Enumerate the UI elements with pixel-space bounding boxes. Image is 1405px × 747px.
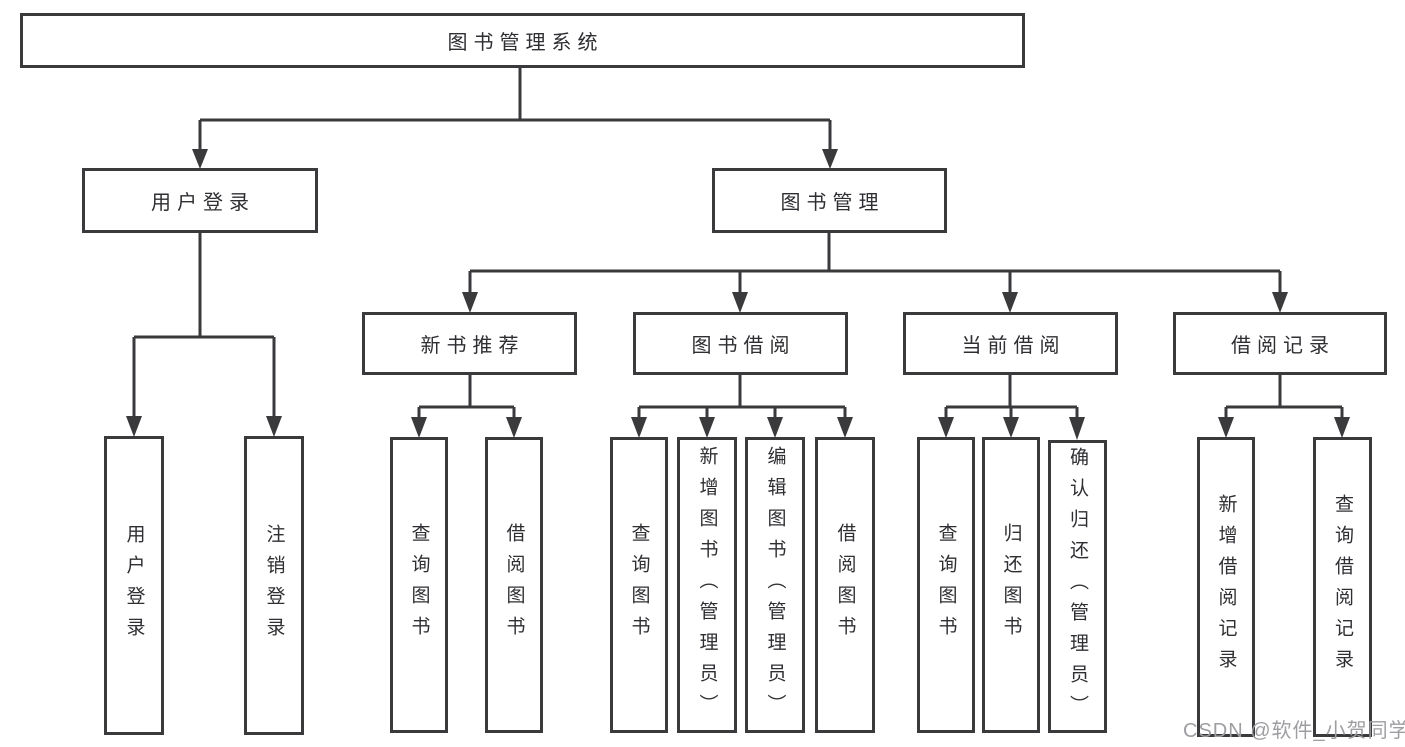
node-label: 用户登录 [151, 192, 255, 214]
node-label: 借阅记录 [1231, 335, 1335, 357]
node-book-borrow: 图书借阅 [633, 312, 848, 375]
leaf-query-books: 查询图书 [917, 437, 975, 733]
connector-user-login-children [132, 233, 276, 418]
leaf-return-books: 归还图书 [982, 437, 1040, 733]
leaf-borrow-books: 借阅图书 [485, 437, 543, 733]
node-label: 图书管理系统 [447, 32, 604, 54]
connector-root-to-level2 [198, 68, 832, 150]
node-user-login: 用户登录 [82, 168, 318, 233]
arrowheads [126, 149, 1350, 440]
node-new-book-recommend: 新书推荐 [362, 312, 577, 375]
node-label: 查询图书 [408, 523, 430, 647]
node-label: 注销登录 [263, 523, 285, 648]
node-label: 当前借阅 [961, 335, 1066, 357]
connector-book-borrow-children [637, 375, 847, 419]
node-label: 确认归还（管理员） [1067, 447, 1088, 726]
node-label: 借阅图书 [834, 523, 856, 647]
node-label: 归还图书 [1000, 523, 1022, 647]
node-label: 查询图书 [628, 523, 650, 647]
csdn-watermark: CSDN @软件_小贺同学 [1183, 720, 1405, 742]
node-current-borrow: 当前借阅 [903, 312, 1118, 375]
node-label: 新增借阅记录 [1215, 494, 1237, 680]
node-book-management: 图书管理 [712, 168, 947, 233]
node-library-management-system: 图书管理系统 [20, 13, 1025, 68]
leaf-add-book-admin: 新增图书（管理员） [677, 437, 737, 733]
leaf-logout: 注销登录 [244, 436, 304, 735]
node-label: 用户登录 [123, 523, 145, 648]
node-label: 图书借阅 [691, 335, 796, 357]
leaf-query-books: 查询图书 [610, 437, 668, 733]
leaf-edit-book-admin: 编辑图书（管理员） [745, 437, 805, 733]
connector-current-borrow-children [944, 375, 1079, 419]
node-label: 查询图书 [935, 523, 957, 647]
connector-new-book-recommend-children [417, 375, 516, 419]
node-label: 新增图书（管理员） [696, 445, 718, 725]
node-label: 编辑图书（管理员） [764, 445, 786, 725]
node-borrow-records: 借阅记录 [1173, 312, 1387, 375]
connector-borrow-records-children [1224, 375, 1344, 419]
leaf-confirm-return-admin: 确认归还（管理员） [1048, 440, 1107, 733]
node-label: 借阅图书 [503, 523, 525, 647]
leaf-query-books: 查询图书 [390, 437, 448, 733]
node-label: 新书推荐 [420, 335, 525, 357]
connector-book-management-children [468, 233, 1282, 294]
leaf-borrow-books: 借阅图书 [815, 437, 875, 733]
leaf-add-borrow-record: 新增借阅记录 [1197, 437, 1255, 737]
node-label: 查询借阅记录 [1332, 494, 1353, 680]
leaf-user-login: 用户登录 [104, 436, 164, 735]
leaf-query-borrow-record: 查询借阅记录 [1313, 437, 1372, 737]
node-label: 图书管理 [780, 192, 885, 214]
